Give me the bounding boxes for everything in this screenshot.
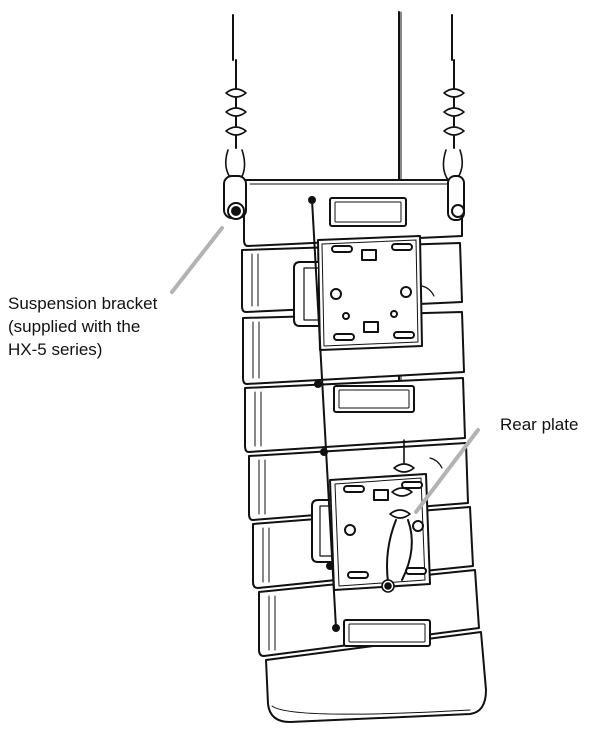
leader-rear-plate <box>414 428 480 514</box>
callout-line: Rear plate <box>500 415 579 434</box>
suspension-bracket-callout: Suspension bracket (supplied with the HX… <box>8 292 157 361</box>
leader-lines <box>170 226 480 514</box>
wire-rope-clips-right <box>442 88 465 181</box>
callout-line: Suspension bracket <box>8 294 158 313</box>
suspension-bracket-right <box>447 175 465 221</box>
side-rod <box>308 196 340 632</box>
cabinet-8 <box>265 631 487 723</box>
leader-suspension-bracket <box>170 226 224 294</box>
lower-rigging <box>381 439 415 593</box>
rear-plate-callout: Rear plate <box>500 413 578 436</box>
rear-plate-lower <box>311 473 431 591</box>
rear-plate-upper <box>293 235 423 351</box>
suspension-bracket-left <box>223 175 247 220</box>
callout-line: HX-5 series) <box>8 340 103 359</box>
wire-rope-clips-left <box>224 88 247 181</box>
callout-line: (supplied with the <box>8 317 141 336</box>
